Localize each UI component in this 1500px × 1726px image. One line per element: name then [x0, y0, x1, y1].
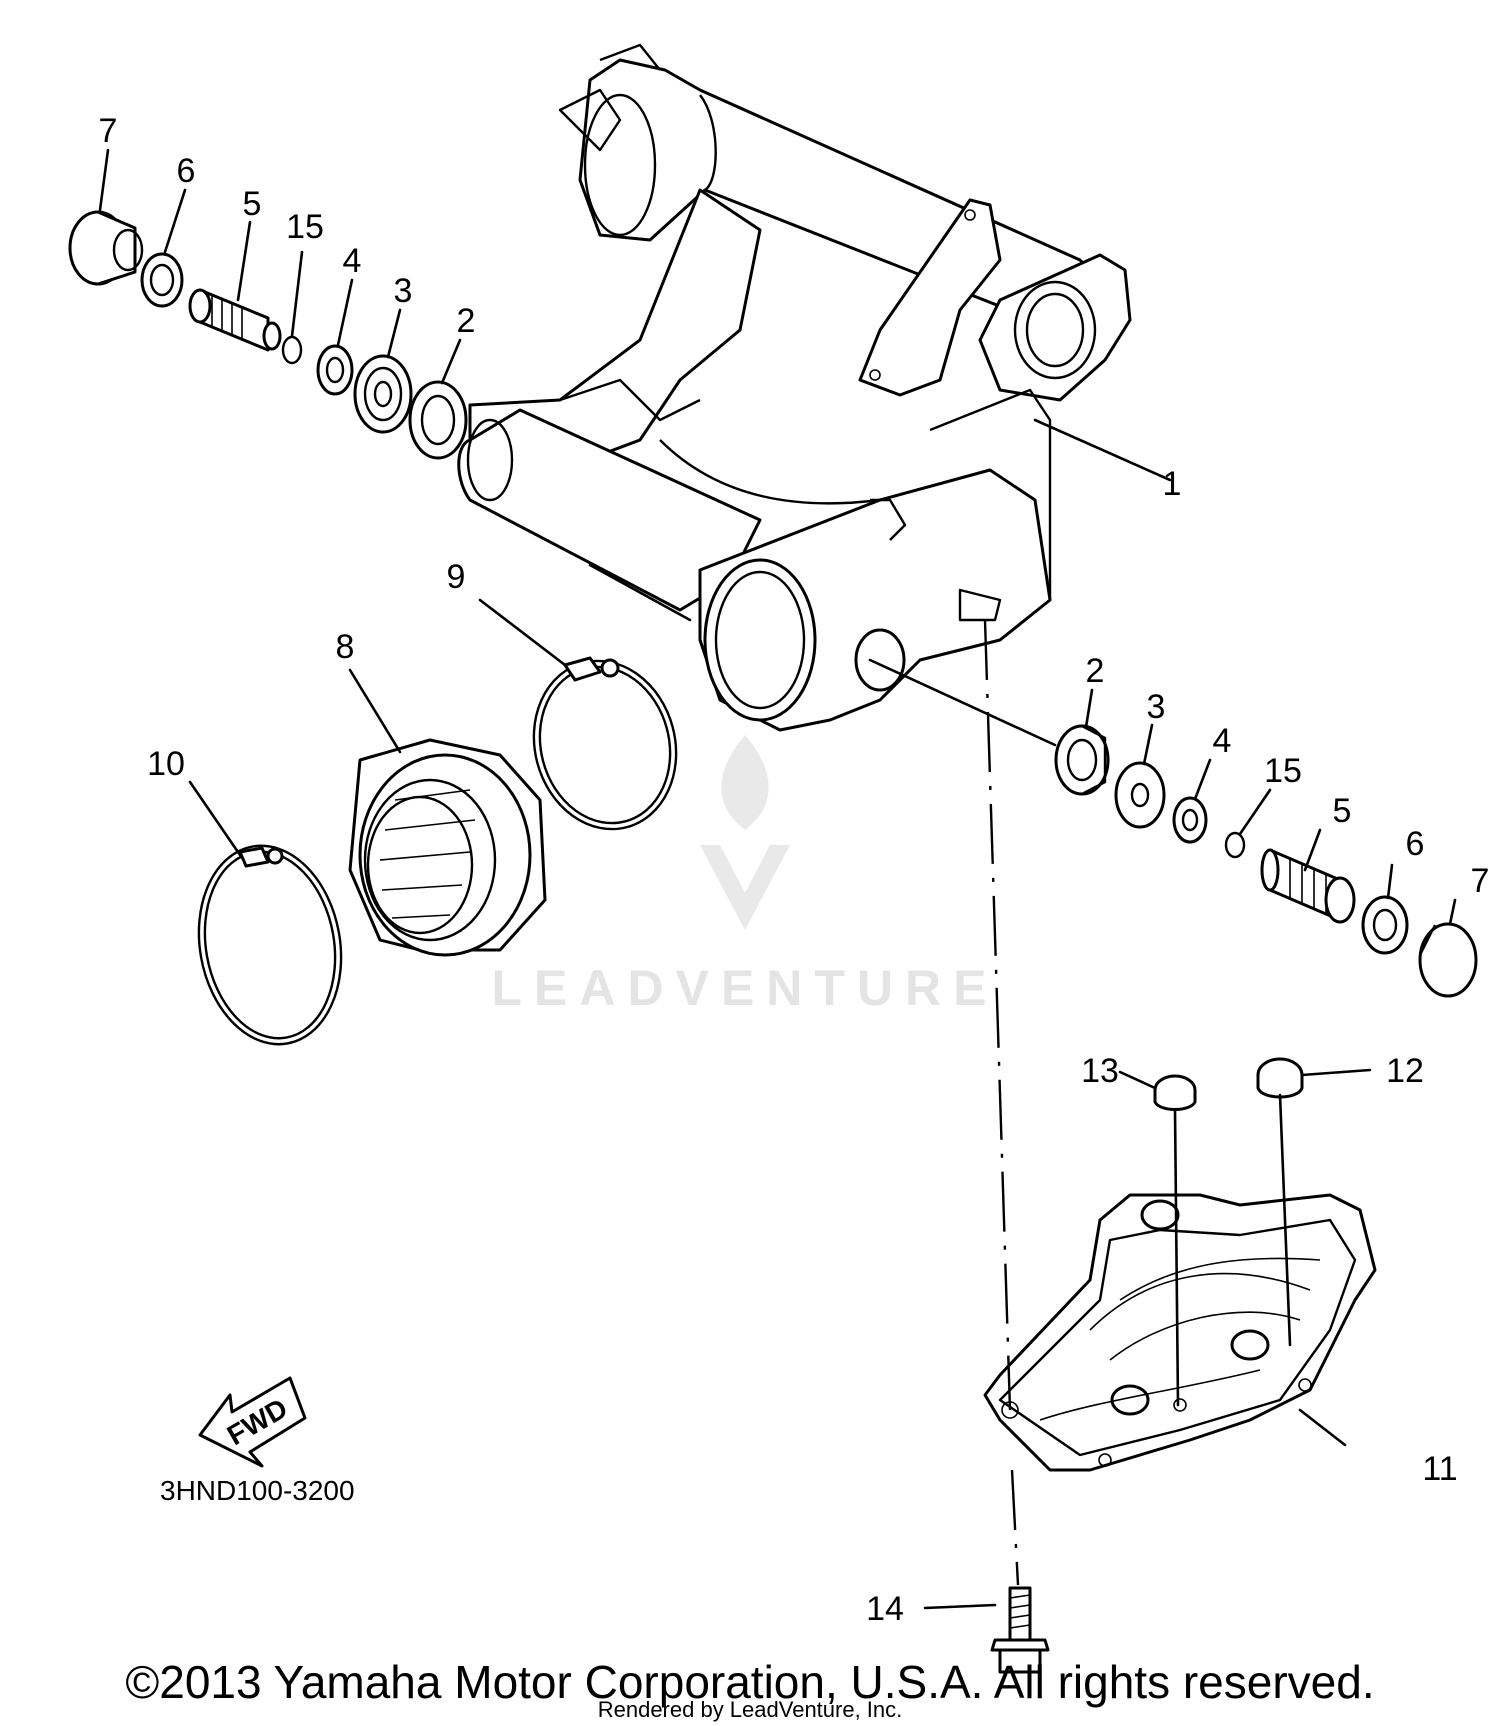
callout-15-right: 15 [1264, 752, 1302, 790]
callout-7-left: 7 [99, 112, 118, 150]
callout-3-right: 3 [1147, 688, 1166, 726]
part-13-nut [1153, 1074, 1197, 1111]
callout-9: 9 [447, 558, 466, 596]
assembly-line-12 [1278, 1093, 1292, 1347]
part-14-bolt [990, 1586, 1050, 1674]
assembly-line-guard-bolt [983, 619, 1012, 1411]
part-11-guard [983, 1193, 1377, 1472]
part-5-pivot-shaft-right [1260, 848, 1356, 924]
callout-11: 11 [1422, 1450, 1457, 1488]
part-2-bearing-right [1054, 724, 1110, 796]
callout-13: 13 [1081, 1052, 1119, 1090]
callout-5-right: 5 [1333, 792, 1352, 830]
assembly-line-13 [1173, 1108, 1180, 1407]
part-3-seal-right [1114, 761, 1166, 829]
part-5-pivot-shaft-left [188, 288, 282, 352]
leader-lines [98, 148, 1457, 1610]
callout-7-right: 7 [1471, 862, 1490, 900]
callout-3-left: 3 [394, 272, 413, 310]
callout-5-left: 5 [243, 185, 262, 223]
part-2-bearing-left [408, 380, 468, 460]
part-7-cap-right [1418, 922, 1478, 998]
part-15-oring-left [281, 335, 303, 365]
part-9-band [532, 656, 678, 831]
callout-6-left: 6 [177, 152, 196, 190]
part-4-washer-right [1172, 796, 1208, 844]
part-15-oring-right [1224, 831, 1246, 859]
callout-1: 1 [1163, 465, 1182, 503]
copyright-notice: ©2013 Yamaha Motor Corporation, U.S.A. A… [125, 1656, 1375, 1708]
callout-4-left: 4 [343, 242, 362, 280]
part-12-nut [1256, 1057, 1304, 1099]
part-3-seal-left [353, 354, 413, 434]
callout-2-left: 2 [457, 302, 476, 340]
part-8-boot [348, 738, 547, 957]
axis-line [868, 658, 1057, 747]
part-4-washer-left [316, 344, 354, 396]
callout-10: 10 [147, 745, 185, 783]
part-7-cap-left [68, 210, 144, 286]
assembly-line-bolt [1010, 1469, 1020, 1586]
part-10-band [197, 844, 343, 1046]
rendered-by: Rendered by LeadVenture, Inc. [597, 1697, 903, 1722]
part-6-nut-right [1361, 895, 1409, 955]
callout-2-right: 2 [1086, 652, 1105, 690]
callout-4-right: 4 [1213, 722, 1232, 760]
part-6-nut-left [140, 252, 184, 308]
leadventure-watermark: LEADVENTURE [491, 735, 998, 1016]
part-code: 3HND100-3200 [160, 1475, 355, 1506]
fwd-arrow: FWD [198, 1376, 307, 1468]
callout-14: 14 [866, 1590, 904, 1628]
callout-6-right: 6 [1406, 825, 1425, 863]
part-1-swingarm [457, 43, 1172, 732]
callout-12: 12 [1386, 1052, 1424, 1090]
watermark-text: LEADVENTURE [491, 960, 998, 1016]
callout-15-left: 15 [286, 208, 324, 246]
callout-8: 8 [336, 628, 355, 666]
